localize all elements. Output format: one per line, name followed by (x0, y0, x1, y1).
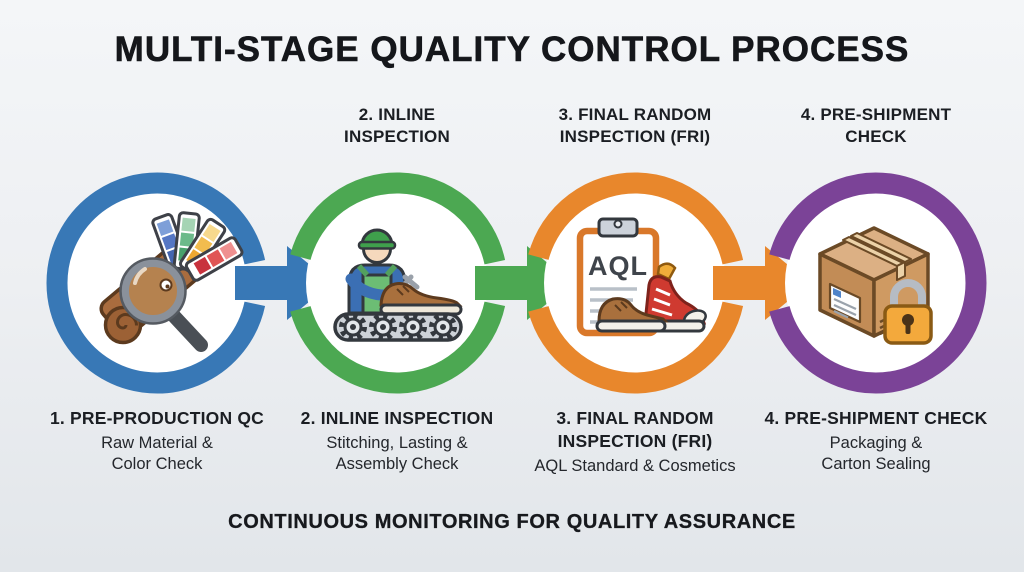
stage-1-caption: 1. PRE-PRODUCTION QC Raw Material & Colo… (32, 407, 282, 475)
gear-icon (399, 313, 427, 341)
footer-banner: CONTINUOUS MONITORING FOR QUALITY ASSURA… (228, 511, 796, 533)
stage-4-top-label-line2: CHECK (845, 127, 907, 147)
stage-3-top-label: 3. FINAL RANDOM INSPECTION (FRI) (520, 104, 750, 149)
gear-icon (429, 313, 457, 341)
flow-arrow-3-4 (713, 246, 810, 320)
aql-label: AQL (588, 251, 648, 281)
magnifier (119, 257, 208, 352)
arrow-right-icon (235, 246, 332, 320)
stage-3-caption-title-line1: 3. FINAL RANDOM (556, 408, 714, 428)
sealed-carton-padlock-icon (818, 226, 933, 345)
worker-shoe-conveyor-icon (333, 228, 463, 342)
stage-2-caption-title: 2. INLINE INSPECTION (300, 408, 494, 428)
stage-2-top-label: 2. INLINE INSPECTION (282, 104, 512, 149)
stage-4-caption-sub-line1: Packaging & (829, 433, 923, 452)
tape-flap (896, 261, 906, 281)
stage-4-ring (769, 172, 987, 394)
stage-3-caption: 3. FINAL RANDOM INSPECTION (FRI) AQL Sta… (510, 407, 760, 477)
stage-2-top-label-line2: INSPECTION (344, 127, 450, 147)
conveyor-belt (333, 312, 463, 342)
gear-icon (339, 313, 367, 341)
shipping-label (828, 282, 862, 324)
stage-3-ring-top (528, 172, 744, 265)
stage-4-caption-sub-line2: Carton Sealing (821, 454, 931, 473)
stage-1-caption-title: 1. PRE-PRODUCTION QC (49, 408, 265, 428)
brown-shoe (595, 297, 669, 333)
stage-4-top-label: 4. PRE-SHIPMENT CHECK (761, 104, 991, 149)
stage-4-circle (769, 172, 987, 394)
aql-clipboard: AQL (576, 217, 660, 337)
stage-1-ring (46, 172, 266, 394)
stage-3-circle: AQL (528, 172, 744, 394)
color-swatch-fan (151, 211, 244, 282)
padlock-icon (883, 279, 933, 345)
stage-2-top-label-line1: 2. INLINE (358, 105, 436, 124)
stage-2-caption-sub-line1: Stitching, Lasting & (326, 433, 468, 452)
flow-arrow-1-2 (235, 246, 332, 320)
stage-3-ring-bottom (528, 301, 744, 394)
page-title: MULTI-STAGE QUALITY CONTROL PROCESS (114, 30, 910, 70)
stage-3-caption-title-line2: INSPECTION (FRI) (557, 430, 713, 451)
arrow-right-icon (713, 246, 810, 320)
stage-1-circle (46, 172, 266, 394)
magnifier-fabric-color-swatches-icon (99, 211, 244, 352)
stage-4-top-label-line1: 4. PRE-SHIPMENT (800, 105, 952, 124)
stage-2-ring-top (290, 172, 506, 265)
stage-2-caption-sub-line2: Assembly Check (335, 454, 459, 473)
stage-3-caption-sub-line1: AQL Standard & Cosmetics (534, 456, 736, 475)
stage-1-caption-sub-line2: Color Check (111, 454, 203, 473)
swatch-red (184, 236, 244, 282)
stage-4-caption-title: 4. PRE-SHIPMENT CHECK (764, 408, 988, 428)
stage-4-caption: 4. PRE-SHIPMENT CHECK Packaging & Carton… (751, 407, 1001, 475)
stage-1-caption-sub-line1: Raw Material & (101, 433, 213, 452)
stage-2-caption: 2. INLINE INSPECTION Stitching, Lasting … (272, 407, 522, 475)
stage-3-top-label-line2: INSPECTION (FRI) (559, 127, 711, 147)
aql-clipboard-shoes-icon: AQL (576, 217, 707, 337)
stage-2-ring-bottom (290, 301, 506, 394)
stage-3-top-label-line1: 3. FINAL RANDOM (558, 105, 712, 124)
gear-icon (369, 313, 397, 341)
stage-2-circle (290, 172, 506, 394)
